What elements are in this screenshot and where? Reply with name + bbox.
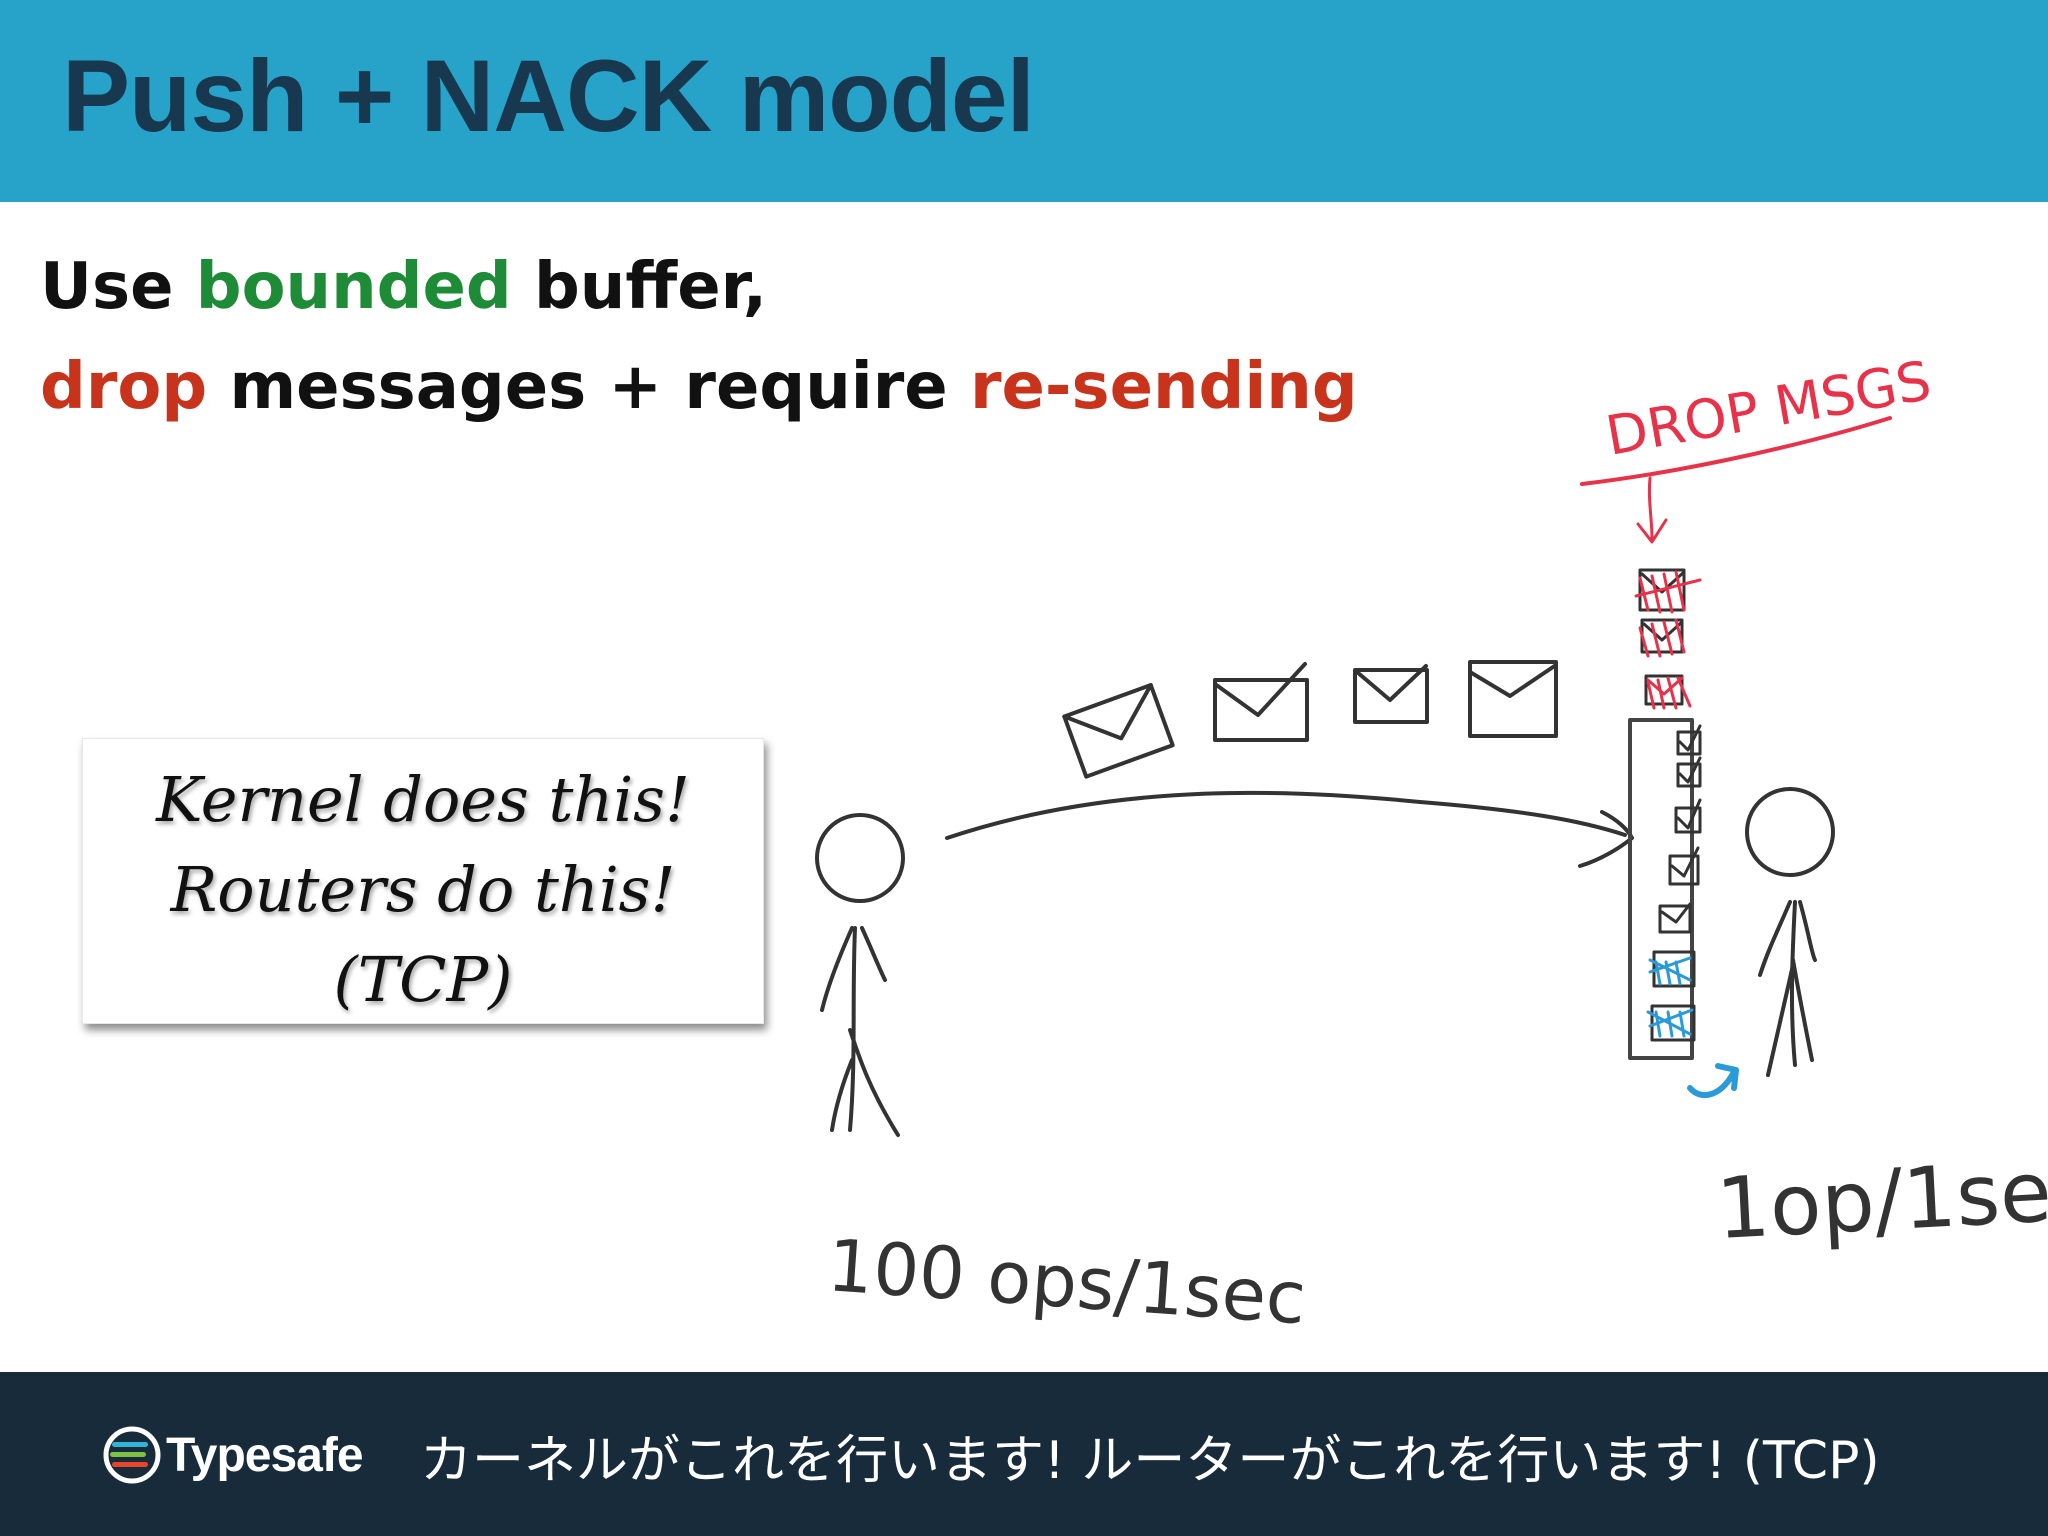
- envelope-icon: [1644, 674, 1692, 710]
- envelope-icon: [1353, 664, 1429, 724]
- envelope-icon: [1213, 662, 1309, 742]
- envelope-icon: [1062, 683, 1175, 779]
- receiver-stick-figure-icon: [1745, 787, 1835, 1077]
- bullet-text: messages + require: [207, 350, 970, 424]
- note-line-3: (TCP): [333, 943, 513, 1016]
- note-line-2: Routers do this!: [170, 853, 676, 926]
- logo-text: Typesafe: [166, 1429, 364, 1482]
- bullet-text: Use: [40, 250, 196, 324]
- bounded-buffer: [1628, 718, 1739, 1098]
- drop-highlight: drop: [40, 350, 208, 424]
- typesafe-logo: Typesafe: [100, 1420, 400, 1490]
- bounded-highlight: bounded: [195, 250, 512, 324]
- japanese-subtitle: カーネルがこれを行います! ルーターがこれを行います! (TCP): [420, 1431, 1880, 1491]
- note-box: Kernel does this! Routers do this! (TCP): [82, 738, 764, 1024]
- slide-title: Push + NACK model: [62, 39, 1035, 153]
- drop-msgs-annotation: DROP MSGS: [1580, 349, 1936, 544]
- arrow-head: [1578, 810, 1634, 868]
- sender-rate-label: 100 ops/1sec: [825, 1223, 1309, 1340]
- bullet-line-1: Use bounded buffer,: [40, 250, 767, 324]
- envelope-icon: [1634, 568, 1702, 614]
- resending-highlight: re-sending: [969, 350, 1358, 424]
- slide-header: Push + NACK model: [0, 0, 2048, 202]
- envelope-icon: [1468, 660, 1558, 738]
- bullet-line-2: drop messages + require re-sending: [40, 350, 1358, 424]
- in-flight-envelopes: [1062, 660, 1558, 779]
- receiver-rate-label: 1op/1sec: [1714, 1140, 2048, 1258]
- slide-footer: Typesafe カーネルがこれを行います! ルーターがこれを行います! (TC…: [0, 1372, 2048, 1536]
- envelope-icon: [1638, 618, 1686, 658]
- typesafe-logo-icon: [103, 1426, 161, 1484]
- sender-stick-figure-icon: [815, 813, 905, 1137]
- dropped-messages: [1634, 568, 1702, 710]
- bullet-text: buffer,: [511, 250, 768, 324]
- transfer-arrow: [945, 790, 1627, 840]
- note-line-1: Kernel does this!: [156, 763, 690, 836]
